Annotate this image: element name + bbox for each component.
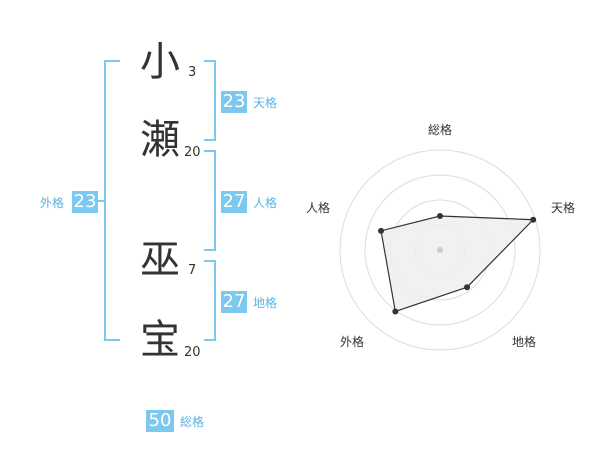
tenkaku-bracket-bottom [204,139,216,141]
tenkaku-label: 天格 [253,96,278,110]
radar-point-3 [464,284,471,291]
radar-point-1 [437,213,443,219]
gaikaku-bracket [104,60,106,340]
tenkaku-bracket-top [204,60,216,62]
chikaku-bracket [214,260,216,340]
gaikaku-bracket-top [104,60,120,62]
gaikaku-bracket-bottom [104,339,120,341]
stroke-count-3: 7 [188,263,197,278]
radar-point-4 [392,308,399,315]
radar-polygon [380,215,535,313]
chikaku-label: 地格 [253,296,278,310]
radar-center-dot [437,247,443,253]
radar-label-gaikaku: 外格 [339,335,364,349]
soukaku-label: 総格 [180,415,205,429]
stroke-count-1: 3 [188,65,197,80]
stroke-count-4: 20 [184,345,201,360]
name-char-4: 宝 [140,317,180,363]
chikaku-bracket-bottom [204,339,216,341]
gaikaku-value-badge: 23 [72,191,98,213]
radar-points [378,213,537,315]
radar-label-chikaku: 地格 [511,335,536,349]
radar-label-soukaku: 総格 [427,123,452,137]
jinkaku-bracket-bottom [204,249,216,251]
jinkaku-label: 人格 [253,196,278,210]
radar-grid-ring [339,149,541,351]
radar-label-tenkaku: 天格 [550,201,575,215]
tenkaku-bracket [214,60,216,140]
chikaku-bracket-top [204,260,216,262]
jinkaku-bracket [214,150,216,250]
fortune-radar-chart [339,149,541,351]
gaikaku-label: 外格 [40,196,65,210]
soukaku-value-badge: 50 [146,410,174,432]
stroke-count-2: 20 [184,145,201,160]
radar-point-2 [530,216,537,223]
gaikaku-bracket-tick [96,200,104,202]
radar-grid-ring [364,174,516,326]
name-char-1: 小 [140,39,180,85]
radar-point-5 [378,227,385,234]
name-char-2: 瀬 [140,117,180,163]
radar-label-jinkaku: 人格 [305,201,330,215]
name-char-3: 巫 [140,237,180,283]
chikaku-value-badge: 27 [221,291,247,313]
jinkaku-value-badge: 27 [221,191,247,213]
tenkaku-value-badge: 23 [221,91,247,113]
jinkaku-bracket-top [204,150,216,152]
